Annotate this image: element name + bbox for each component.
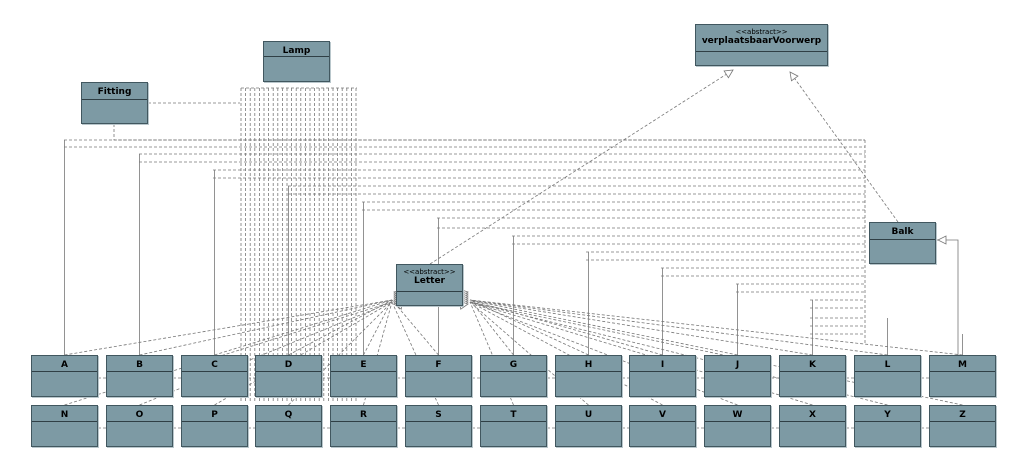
class-letter-h[interactable]: H bbox=[555, 355, 622, 397]
class-letter-w[interactable]: W bbox=[704, 405, 771, 447]
class-name: Q bbox=[284, 410, 293, 420]
class-name: K bbox=[809, 360, 816, 370]
letter-generalization bbox=[469, 299, 514, 356]
class-name: Y bbox=[884, 410, 891, 420]
class-lamp[interactable]: Lamp bbox=[263, 41, 330, 82]
class-letter-g[interactable]: G bbox=[480, 355, 547, 397]
letter-generalization bbox=[469, 299, 589, 356]
balk-voorwerp-generalization bbox=[789, 71, 899, 223]
class-name: B bbox=[136, 360, 143, 370]
class-name: I bbox=[660, 360, 665, 370]
class-name: P bbox=[211, 410, 218, 420]
class-stereotype: <<abstract>> bbox=[403, 268, 456, 276]
class-stereotype: <<abstract>> bbox=[735, 28, 788, 36]
class-name: verplaatsbaarVoorwerp bbox=[701, 36, 822, 46]
class-name: G bbox=[509, 360, 518, 370]
class-letter-s[interactable]: S bbox=[405, 405, 472, 447]
class-letter-l[interactable]: L bbox=[854, 355, 921, 397]
letter-generalization bbox=[469, 299, 888, 356]
class-name: E bbox=[360, 360, 367, 370]
class-name: W bbox=[732, 410, 743, 420]
class-name: V bbox=[659, 410, 666, 420]
class-name: N bbox=[60, 410, 69, 420]
class-name: Lamp bbox=[282, 46, 311, 56]
class-letter-x[interactable]: X bbox=[779, 405, 846, 447]
letter-generalization bbox=[469, 299, 813, 356]
class-letter-q[interactable]: Q bbox=[255, 405, 322, 447]
balk-m-line bbox=[936, 239, 959, 355]
class-name: U bbox=[584, 410, 593, 420]
class-name: H bbox=[584, 360, 593, 370]
class-letter-d[interactable]: D bbox=[255, 355, 322, 397]
class-name: M bbox=[958, 360, 967, 370]
letter-generalization bbox=[469, 301, 514, 406]
class-letter-p[interactable]: P bbox=[181, 405, 248, 447]
letter-generalization bbox=[469, 299, 663, 356]
class-letter-b[interactable]: B bbox=[106, 355, 173, 397]
class-name: T bbox=[510, 410, 517, 420]
letter-generalization bbox=[64, 299, 393, 356]
class-letter-c[interactable]: C bbox=[181, 355, 248, 397]
letter-generalization bbox=[391, 301, 439, 406]
class-letter-o[interactable]: O bbox=[106, 405, 173, 447]
class-letter-f[interactable]: F bbox=[405, 355, 472, 397]
association-arrowhead bbox=[937, 235, 947, 245]
class-letter-y[interactable]: Y bbox=[854, 405, 921, 447]
class-letter-z[interactable]: Z bbox=[929, 405, 996, 447]
letter-generalization bbox=[469, 301, 963, 406]
class-letter[interactable]: <<abstract>> Letter bbox=[396, 264, 463, 306]
class-letter-t[interactable]: T bbox=[480, 405, 547, 447]
letter-generalization bbox=[214, 301, 393, 406]
class-name: S bbox=[435, 410, 442, 420]
class-name: A bbox=[61, 360, 68, 370]
class-letter-r[interactable]: R bbox=[330, 405, 397, 447]
class-letter-j[interactable]: J bbox=[704, 355, 771, 397]
class-name: L bbox=[884, 360, 891, 370]
class-name: Fitting bbox=[97, 87, 132, 97]
letter-generalization bbox=[214, 299, 393, 356]
letter-generalization bbox=[391, 299, 439, 356]
class-name: O bbox=[135, 410, 144, 420]
class-name: C bbox=[211, 360, 218, 370]
generalization-arrowhead bbox=[789, 71, 799, 82]
generalization-arrowhead bbox=[723, 69, 734, 79]
class-verplaatsbaar-voorwerp[interactable]: <<abstract>> verplaatsbaarVoorwerp bbox=[695, 24, 828, 66]
letter-generalization bbox=[288, 299, 393, 356]
class-balk[interactable]: Balk bbox=[869, 222, 936, 264]
class-name: D bbox=[284, 360, 293, 370]
class-fitting[interactable]: Fitting bbox=[81, 82, 148, 124]
class-letter-k[interactable]: K bbox=[779, 355, 846, 397]
class-letter-n[interactable]: N bbox=[31, 405, 98, 447]
class-name: Balk bbox=[891, 227, 914, 237]
class-name: J bbox=[735, 360, 740, 370]
letter-generalization bbox=[363, 299, 393, 356]
class-letter-u[interactable]: U bbox=[555, 405, 622, 447]
class-letter-i[interactable]: I bbox=[629, 355, 696, 397]
letter-generalization bbox=[288, 301, 393, 406]
class-letter-e[interactable]: E bbox=[330, 355, 397, 397]
class-name: X bbox=[809, 410, 816, 420]
class-letter-m[interactable]: M bbox=[929, 355, 996, 397]
class-name: R bbox=[360, 410, 367, 420]
class-name: F bbox=[435, 360, 442, 370]
letter-generalization bbox=[469, 299, 738, 356]
letter-generalization bbox=[139, 299, 393, 356]
letter-voorwerp-generalization bbox=[429, 69, 734, 265]
class-name: Letter bbox=[414, 276, 445, 286]
letter-generalization bbox=[469, 299, 963, 356]
class-letter-a[interactable]: A bbox=[31, 355, 98, 397]
class-letter-v[interactable]: V bbox=[629, 405, 696, 447]
class-name: Z bbox=[959, 410, 966, 420]
fitting-balk-line bbox=[113, 124, 865, 141]
